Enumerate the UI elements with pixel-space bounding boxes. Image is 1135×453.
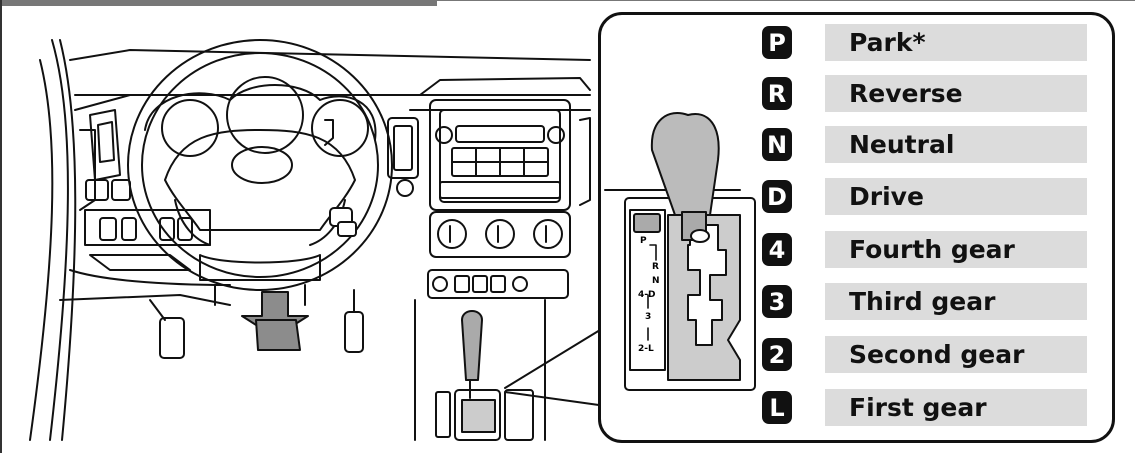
gear-name: Neutral <box>825 126 1087 163</box>
page-border <box>0 0 2 453</box>
callout-pointer <box>504 329 607 407</box>
gate-label-n: N <box>652 276 660 286</box>
console-shifter <box>435 310 534 441</box>
gate-label-p: P <box>640 236 647 246</box>
gear-letter: R <box>762 77 792 110</box>
gate-label-r: R <box>652 262 659 272</box>
gear-row-p: P Park* <box>762 24 1087 61</box>
gear-letter: 2 <box>762 338 792 371</box>
gear-letter: 4 <box>762 233 792 266</box>
gear-name: Third gear <box>825 283 1087 320</box>
gear-name: Fourth gear <box>825 231 1087 268</box>
gear-row-3: 3 Third gear <box>762 283 1087 320</box>
gear-letter: D <box>762 180 792 213</box>
gate-slot <box>687 224 727 346</box>
gate-connectors <box>647 244 657 341</box>
gear-letter: L <box>762 391 792 424</box>
pedals <box>149 284 364 359</box>
gear-letter: P <box>762 26 792 59</box>
gear-name: Park* <box>825 24 1087 61</box>
gear-row-d: D Drive <box>762 178 1087 215</box>
gear-letter: N <box>762 128 792 161</box>
dashboard <box>59 77 591 306</box>
shift-knob <box>650 112 720 216</box>
brake-arrow <box>241 291 309 351</box>
indicator-strip <box>629 209 666 371</box>
steering-wheel <box>127 39 393 291</box>
gear-name: Second gear <box>825 336 1087 373</box>
gear-row-4: 4 Fourth gear <box>762 231 1087 268</box>
gear-letter: 3 <box>762 285 792 318</box>
gate-label-3: 3 <box>645 312 652 322</box>
gear-row-2: 2 Second gear <box>762 336 1087 373</box>
header-rule <box>437 0 1135 1</box>
gate-label-2-l: 2-L <box>638 344 654 354</box>
gear-row-l: L First gear <box>762 389 1087 426</box>
gear-name: First gear <box>825 389 1087 426</box>
gear-row-r: R Reverse <box>762 75 1087 112</box>
gear-name: Drive <box>825 178 1087 215</box>
center-stack <box>387 99 591 441</box>
gear-name: Reverse <box>825 75 1087 112</box>
instrument-cluster <box>144 76 377 157</box>
header-bar <box>0 0 437 6</box>
indicator-window <box>633 213 661 233</box>
gear-row-n: N Neutral <box>762 126 1087 163</box>
gate-label-4-d: 4-D <box>638 290 656 300</box>
shift-pivot <box>690 229 710 243</box>
